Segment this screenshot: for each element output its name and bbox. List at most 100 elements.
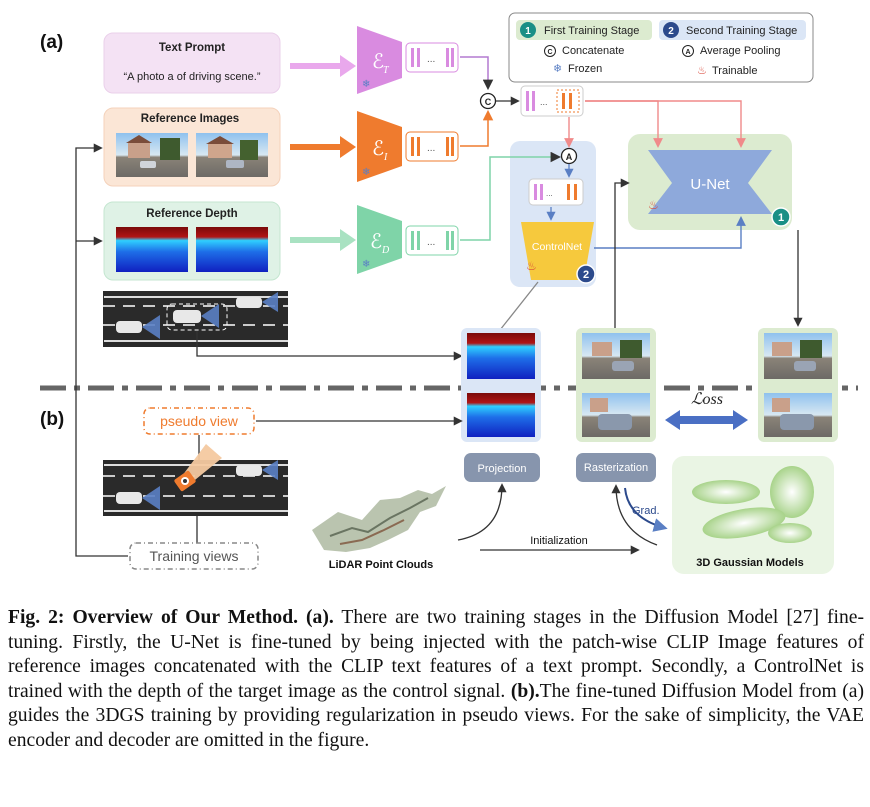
lidar-point-cloud [312, 486, 446, 552]
caption-part-b: The fine-tuned Diffusion Model from (a) … [8, 680, 864, 751]
depth-to-controlnet-arrow [460, 151, 562, 241]
flame-icon: ♨ [526, 259, 537, 273]
rasterization-column [576, 328, 656, 442]
flame-icon: ♨ [648, 198, 659, 212]
svg-text:1: 1 [778, 212, 784, 224]
depth-map-1 [116, 227, 188, 272]
snowflake-icon: ❄ [362, 167, 370, 178]
caption-part-a: There are two training stages in the Dif… [8, 607, 865, 702]
gaussian-models [672, 456, 834, 574]
output-image-2 [764, 393, 832, 437]
svg-text:ℰ: ℰ [370, 231, 382, 253]
reference-images-box: Reference Images [103, 107, 281, 187]
caption-b-label: (b). [510, 680, 540, 702]
concatenated-features: ... [520, 85, 584, 117]
road-scene-top [103, 291, 288, 347]
stage-one-badge: 1 [771, 207, 791, 227]
svg-text:ℰ: ℰ [372, 51, 384, 73]
depth-arrow [290, 229, 356, 251]
reference-images-title: Reference Images [141, 113, 239, 125]
text-to-concat-arrow [460, 56, 494, 91]
image-arrow [290, 136, 356, 158]
legend-box: 1 First Training Stage 2 Second Training… [508, 12, 814, 83]
projection-button: Projection [464, 453, 540, 482]
training-views-label: Training views [150, 548, 239, 564]
svg-text:...: ... [540, 97, 548, 107]
snowflake-icon: ❄ [362, 79, 370, 90]
gradient-arrow [624, 487, 668, 532]
camera-icon [174, 470, 196, 492]
reference-image-2 [196, 133, 268, 177]
projected-depth-1 [467, 333, 535, 379]
flame-icon: ♨ [697, 65, 707, 77]
pseudo-view-label: pseudo view [160, 413, 239, 429]
snowflake-icon: ❄ [362, 259, 370, 270]
snowflake-icon: ❄ [553, 63, 562, 75]
rasterization-label: Rasterization [584, 462, 648, 474]
svg-text:...: ... [427, 54, 435, 65]
reference-depth-box: Reference Depth [103, 201, 281, 281]
figure-caption: Fig. 2: Overview of Our Method. (a). The… [8, 606, 864, 754]
text-prompt-title: Text Prompt [159, 42, 225, 54]
output-column [758, 328, 838, 442]
concatenate-node: C [479, 92, 497, 110]
legend-stage-one: First Training Stage [544, 25, 639, 37]
training-views-label-box: Training views [129, 542, 259, 570]
svg-text:A: A [566, 152, 573, 162]
output-image-1 [764, 333, 832, 379]
svg-text:...: ... [427, 237, 435, 248]
text-prompt-body: “A photo a of driving scene.” [124, 71, 261, 83]
stage-two-badge: 2 [576, 264, 596, 284]
image-to-concat-arrow [460, 109, 494, 147]
svg-text:I: I [383, 152, 388, 163]
svg-text:2: 2 [668, 26, 674, 37]
training-views-feedback-line [75, 143, 128, 557]
projection-label: Projection [478, 463, 527, 475]
svg-text:ℰ: ℰ [372, 138, 384, 160]
depth-map-2 [196, 227, 268, 272]
text-arrow [290, 55, 356, 77]
part-a-label: (a) [40, 32, 63, 53]
projection-to-controlnet-arrow [499, 281, 539, 331]
svg-text:C: C [485, 97, 492, 107]
svg-text:C: C [547, 49, 552, 56]
text-encoder: ℰ T ❄ [357, 26, 402, 94]
initialization-label: Initialization [530, 535, 587, 547]
lidar-to-projection-arrow [457, 483, 507, 541]
rasterization-button: Rasterization [576, 453, 656, 482]
svg-text:1: 1 [525, 26, 531, 37]
caption-fig-label: Fig. 2: Overview of Our Method. (a). [8, 607, 334, 628]
depth-encoder: ℰ D ❄ [357, 205, 402, 274]
projection-column [461, 328, 541, 442]
rasterization-to-unet-arrow [614, 178, 630, 330]
gaussian-label: 3D Gaussian Models [696, 557, 804, 569]
svg-text:2: 2 [583, 269, 589, 281]
controlnet-block: ControlNet ♨ [521, 222, 594, 280]
svg-text:...: ... [546, 189, 553, 198]
legend-average-pooling: Average Pooling [700, 45, 781, 57]
gaussian-to-rasterization-arrow [611, 484, 658, 546]
part-b-label: (b) [40, 409, 64, 430]
svg-text:A: A [685, 49, 690, 56]
projected-depth-2 [467, 393, 535, 437]
image-encoder: ℰ I ❄ [357, 111, 402, 182]
method-overview-diagram: (a) (b) Text Prompt “A photo a of drivin… [40, 12, 858, 574]
image-features: ... [405, 131, 459, 162]
pooled-features: ... [528, 178, 584, 206]
controlnet-to-unet-arrow [594, 216, 746, 249]
reference-depth-title: Reference Depth [146, 208, 237, 220]
lidar-label: LiDAR Point Clouds [329, 559, 434, 571]
grad-label: Grad. [632, 505, 660, 517]
average-pooling-node: A [560, 147, 578, 165]
rendered-image-1 [582, 333, 650, 379]
depth-features: ... [405, 225, 459, 256]
legend-frozen: Frozen [568, 63, 602, 75]
svg-text:T: T [383, 65, 390, 76]
loss-label: ℒoss [691, 391, 723, 408]
concat-to-unet-arrow-2 [585, 100, 746, 148]
svg-text:...: ... [427, 143, 435, 154]
svg-text:D: D [381, 245, 390, 256]
legend-concatenate: Concatenate [562, 45, 624, 57]
road-scene-bottom [103, 444, 288, 516]
text-features: ... [405, 42, 459, 73]
